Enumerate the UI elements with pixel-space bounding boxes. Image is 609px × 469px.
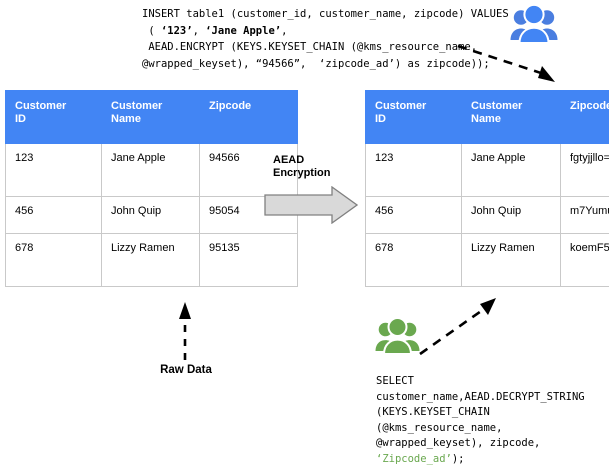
table-row: 456 John Quip 95054 — [5, 196, 298, 234]
column-header-zipcode: Zipcode — [560, 90, 609, 144]
select-line-6-rest: ); — [451, 452, 465, 465]
insert-literal-customer-name: ‘Jane Apple’ — [205, 24, 282, 37]
select-line-3: (KEYS.KEYSET_CHAIN — [376, 406, 490, 418]
insert-line-1: INSERT table1 (customer_id, customer_nam… — [142, 8, 509, 20]
raw-data-label: Raw Data — [160, 364, 212, 376]
cell-customer-name: John Quip — [101, 196, 200, 234]
cell-customer-id: 678 — [5, 233, 102, 287]
header-text: Zipcode — [570, 100, 609, 112]
header-text: Customer — [471, 100, 523, 112]
insert-query-text: INSERT table1 (customer_id, customer_nam… — [142, 6, 509, 72]
cell-customer-name: Lizzy Ramen — [101, 233, 200, 287]
dashed-arrow-icon-insert — [457, 44, 555, 82]
select-line-2: customer_name,AEAD.DECRYPT_STRING — [376, 390, 585, 403]
cell-customer-name: Lizzy Ramen — [461, 233, 561, 287]
select-line-1: SELECT — [376, 375, 414, 387]
cell-zipcode: fgtyjjllo= — [560, 143, 609, 197]
table-row: 456 John Quip m7Yumuawqry — [365, 196, 609, 234]
insert-line-3: AEAD.ENCRYPT (KEYS.KEYSET_CHAIN (@kms_re… — [142, 41, 478, 53]
cell-customer-id: 678 — [365, 233, 462, 287]
header-text: Name — [111, 113, 141, 125]
insert-line-2-prefix: ( — [142, 24, 161, 37]
cell-zipcode: m7Yumuawqry — [560, 196, 609, 234]
cell-zipcode: koemF5ter= — [560, 233, 609, 287]
insert-line-4: @wrapped_keyset), “94566”, ‘zipcode_ad’)… — [142, 57, 490, 70]
column-header-zipcode: Zipcode — [199, 90, 298, 144]
select-line-5: @wrapped_keyset), zipcode, — [376, 437, 541, 449]
insert-line-2-suffix: , — [281, 24, 288, 37]
cell-zipcode: 94566 — [199, 143, 298, 197]
aead-label-line-1: AEAD — [273, 154, 305, 166]
header-text: Customer — [375, 100, 427, 112]
header-text: Zipcode — [209, 100, 252, 112]
cell-customer-id: 456 — [365, 196, 462, 234]
cell-customer-name: Jane Apple — [101, 143, 200, 197]
people-icon-green — [375, 317, 420, 355]
cell-customer-name: Jane Apple — [461, 143, 561, 197]
select-line-4: (@kms_resource_name, — [376, 421, 503, 434]
cell-customer-id: 123 — [5, 143, 102, 197]
select-literal-zipcode-ad: ‘Zipcode_ad’ — [376, 452, 452, 465]
insert-line-2-mid: , — [192, 24, 206, 37]
table-row: 123 Jane Apple 94566 — [5, 143, 298, 197]
cell-customer-id: 123 — [365, 143, 462, 197]
aead-encryption-label: AEAD Encryption — [273, 154, 330, 180]
header-text: Name — [471, 113, 501, 125]
header-text: Customer — [111, 100, 163, 112]
dashed-arrow-icon-select — [419, 298, 496, 356]
aead-label-line-2: Encryption — [273, 167, 331, 179]
header-text: ID — [15, 113, 26, 125]
dashed-arrow-up-icon-raw-data — [179, 302, 191, 360]
cell-zipcode: 95135 — [199, 233, 298, 287]
table-row: 678 Lizzy Ramen 95135 — [5, 233, 298, 287]
header-text: Customer — [15, 100, 67, 112]
table-row: 678 Lizzy Ramen koemF5ter= — [365, 233, 609, 287]
table-row: 123 Jane Apple fgtyjjllo= — [365, 143, 609, 197]
cell-customer-name: John Quip — [461, 196, 561, 234]
header-text: ID — [375, 113, 386, 125]
insert-literal-customer-id: ‘123’ — [160, 24, 193, 37]
cell-customer-id: 456 — [5, 196, 102, 234]
people-icon-blue — [510, 3, 558, 44]
encryption-arrow-icon — [264, 186, 358, 224]
select-query-text: SELECT customer_name,AEAD.DECRYPT_STRING… — [376, 374, 585, 467]
